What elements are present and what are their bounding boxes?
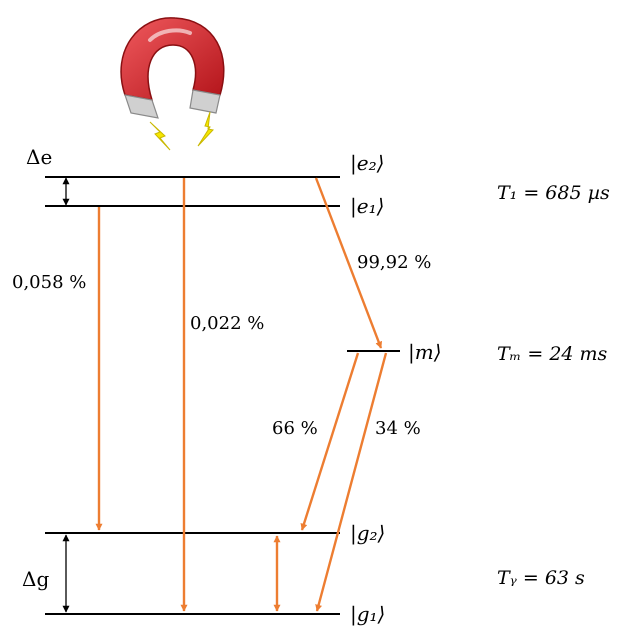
lifetime-metastable: Tₘ = 24 ms — [497, 343, 608, 365]
level-label-g2: |g₂⟩ — [350, 521, 385, 546]
branching-e-g1: 0,022 % — [190, 313, 264, 334]
lightning-spark-icon — [150, 122, 170, 150]
branching-e-m: 99,92 % — [357, 252, 431, 273]
branching-m-g1: 34 % — [375, 418, 421, 439]
branching-m-g2: 66 % — [272, 418, 318, 439]
level-label-e1: |e₁⟩ — [350, 194, 384, 219]
lifetime-excited: T₁ = 685 µs — [497, 182, 610, 204]
horseshoe-magnet-icon — [121, 18, 224, 118]
level-label-g1: |g₁⟩ — [350, 602, 385, 627]
transition-m-g2 — [302, 353, 358, 530]
ground-splitting-label: Δg — [22, 567, 49, 591]
excited-splitting-label: Δe — [26, 145, 52, 169]
lightning-spark-icon — [198, 112, 213, 146]
lifetime-ground: Tᵧ = 63 s — [497, 567, 585, 589]
level-label-m: |m⟩ — [408, 340, 442, 365]
level-label-e2: |e₂⟩ — [350, 151, 384, 176]
branching-e-g2: 0,058 % — [12, 272, 86, 293]
transition-m-g1 — [317, 353, 386, 611]
